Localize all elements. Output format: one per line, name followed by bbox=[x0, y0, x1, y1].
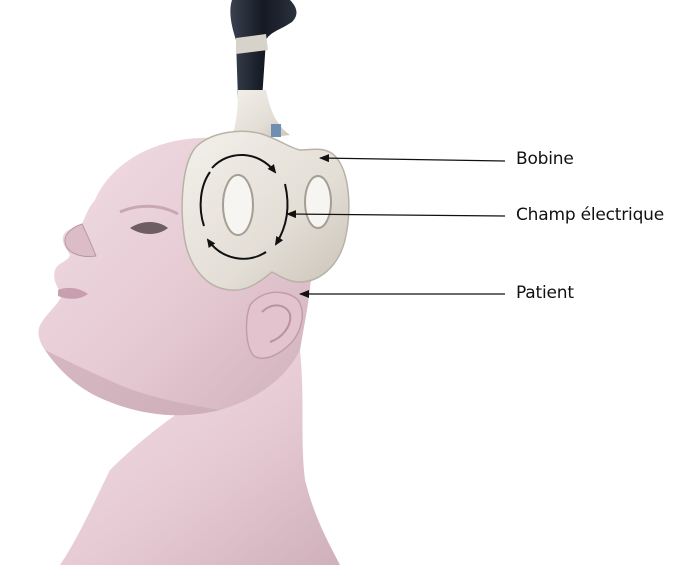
coil-opening-right bbox=[305, 176, 331, 228]
label-coil: Bobine bbox=[516, 149, 574, 169]
coil-logo-icon bbox=[271, 124, 281, 137]
label-patient: Patient bbox=[516, 283, 574, 303]
label-electric-field: Champ électrique bbox=[516, 205, 664, 225]
coil-opening-left bbox=[223, 175, 253, 235]
leader-line-coil bbox=[320, 158, 505, 161]
